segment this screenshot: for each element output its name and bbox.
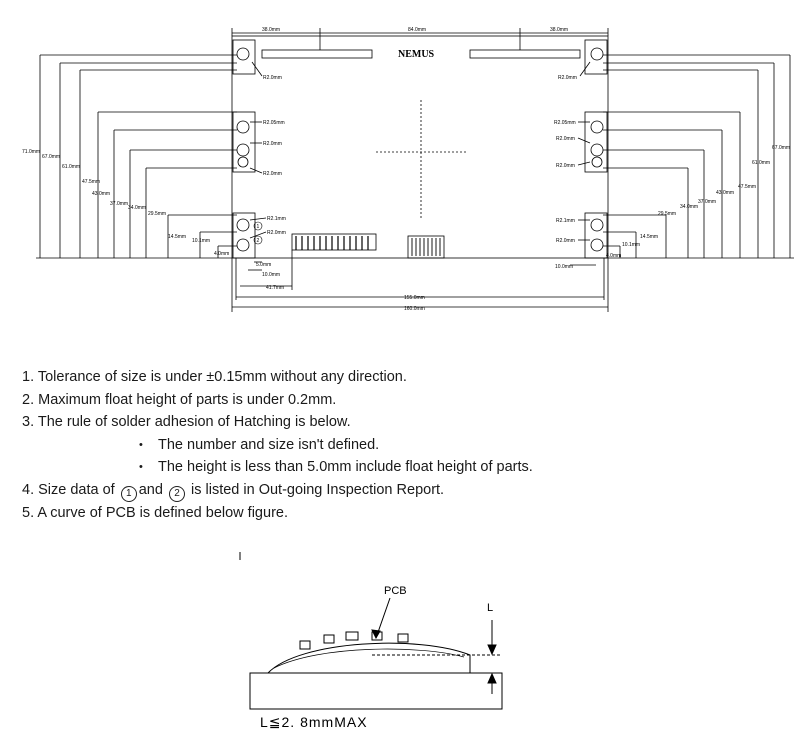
dim-left-47: 47.5mm [82, 179, 100, 185]
dim-bottom-right-10: 10.0mm [555, 264, 573, 270]
base-plate [249, 672, 503, 710]
bottom-small-connector [407, 235, 445, 259]
pcb-label: PCB [384, 585, 407, 597]
pcb-dimension-drawing: NEMUS 38.0mm 84.0mm 38.0mm R2.0mm R2.05m… [22, 27, 794, 312]
dim-bottom-5: 5.0mm [256, 262, 271, 268]
radius-left-3: R2.0mm [263, 141, 282, 147]
dim-left-61: 61.0mm [62, 164, 80, 170]
dim-bottom-155: 155.0mm [404, 295, 425, 301]
dim-left-29: 29.5mm [148, 211, 166, 217]
brand-logo: NEMUS [398, 49, 435, 60]
dim-left-43: 43.0mm [92, 191, 110, 197]
pcb-caption: L≦2. 8mmMAX [260, 714, 368, 730]
ref-mark-2: 2 [257, 238, 260, 244]
dim-left-10: 10.1mm [192, 238, 210, 244]
radius-right-4: R2.0mm [556, 163, 575, 169]
dim-right-61: 61.0mm [752, 160, 770, 166]
radius-right-5: R2.1mm [556, 218, 575, 224]
dim-left-71: 71.0mm [22, 149, 40, 155]
note-1: 1. Tolerance of size is under ±0.15mm wi… [22, 369, 407, 385]
radius-left-1: R2.0mm [263, 75, 282, 81]
dim-left-14: 14.5mm [168, 234, 186, 240]
note-4-and: and [138, 481, 163, 498]
dim-right-4: 4.0mm [606, 253, 621, 259]
top-left-connector [261, 49, 373, 59]
dim-left-67: 67.0mm [42, 154, 60, 160]
note-2: 2. Maximum float height of parts is unde… [22, 391, 337, 408]
dim-top-center: 84.0mm [408, 27, 426, 33]
dim-bottom-10: 10.0mm [262, 272, 280, 278]
l-label: L [487, 602, 493, 614]
note-3-bullet-1: The number and size isn't defined. [22, 434, 782, 457]
dim-left-34: 34.0mm [128, 205, 146, 211]
note-4-suffix: is listed in Out-going Inspection Report… [191, 481, 445, 498]
dim-left-37: 37.0mm [110, 201, 128, 207]
dim-right-43: 43.0mm [716, 190, 734, 196]
note-3-bullet-2: The height is less than 5.0mm include fl… [22, 456, 782, 479]
note-4-prefix: 4. Size data of [22, 481, 115, 498]
pcb-curve-figure: PCB L L≦2. 8mmMAX [239, 552, 503, 730]
dim-right-34: 34.0mm [680, 204, 698, 210]
curved-pcb [267, 642, 471, 674]
top-right-connector [469, 49, 581, 59]
radius-right-1: R2.0mm [558, 75, 577, 81]
radius-left-2: R2.05mm [263, 120, 285, 126]
radius-right-6: R2.0mm [556, 238, 575, 244]
ref-mark-1: 1 [257, 224, 260, 230]
note-5: 5. A curve of PCB is defined below figur… [22, 504, 288, 521]
board-outline [231, 35, 609, 259]
mount-hole-top-right [590, 47, 604, 61]
dim-right-10: 10.1mm [622, 242, 640, 248]
dim-right-47: 47.5mm [738, 184, 756, 190]
dim-right-37: 37.0mm [698, 199, 716, 205]
dim-bottom-41: 41.7mm [266, 285, 284, 291]
radius-right-3: R2.0mm [556, 136, 575, 142]
radius-left-6: R2.0mm [267, 230, 286, 236]
radius-left-4: R2.0mm [263, 171, 282, 177]
dim-right-14: 14.5mm [640, 234, 658, 240]
dim-top-left: 38.0mm [262, 27, 280, 33]
note-3: 3. The rule of solder adhesion of Hatchi… [22, 414, 351, 430]
circled-two: 2 [168, 485, 185, 502]
dim-right-29: 29.5mm [658, 211, 676, 217]
mount-hole-top-left [236, 47, 250, 61]
circled-one: 1 [120, 485, 137, 502]
dim-bottom-160: 160.0mm [404, 306, 425, 312]
dim-top-right: 38.0mm [550, 27, 568, 33]
radius-right-2: R2.05mm [554, 120, 576, 126]
dim-left-4: 4.0mm [214, 251, 229, 257]
notes-list: 1. Tolerance of size is under ±0.15mm wi… [22, 366, 782, 524]
bottom-connector [291, 233, 377, 251]
dim-right-67: 67.0mm [772, 145, 790, 151]
radius-left-5: R2.1mm [267, 216, 286, 222]
